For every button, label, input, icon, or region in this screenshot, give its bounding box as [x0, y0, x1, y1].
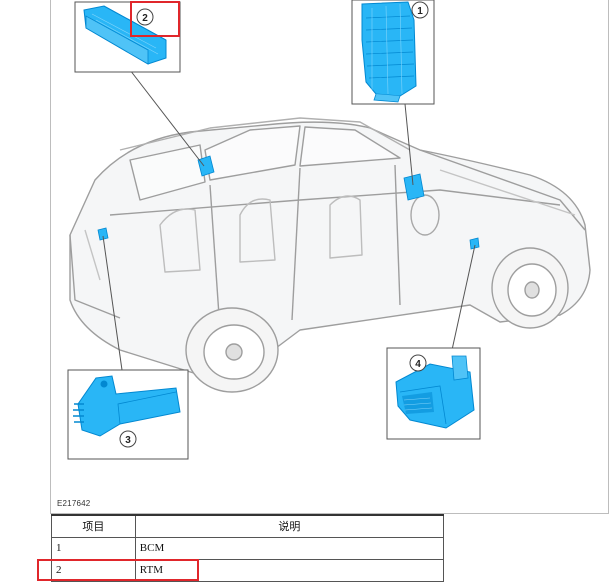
callout-3: 3 — [125, 435, 131, 446]
row-desc: BCM — [134, 536, 445, 560]
leader-lines — [102, 69, 476, 371]
module-locations — [97, 155, 480, 250]
header-desc: 说明 — [134, 514, 445, 538]
row-item: 1 — [51, 536, 136, 560]
callout-1: 1 — [417, 6, 423, 17]
detail-box-4: 4 — [386, 347, 481, 440]
figure-id: E217642 — [57, 499, 91, 508]
table-row: 1 BCM — [51, 536, 445, 560]
highlight-callout-2 — [130, 1, 180, 37]
detail-box-1: 1 — [351, 0, 435, 105]
detail-box-3: 3 — [67, 369, 189, 460]
front-wheel — [491, 247, 569, 329]
diagram-frame — [50, 0, 609, 514]
highlight-row-rtm — [37, 559, 199, 581]
table-header-row: 项目 说明 — [51, 514, 445, 538]
detail-box-2: 2 — [74, 1, 181, 73]
header-item: 项目 — [51, 514, 136, 538]
rear-wheel — [185, 307, 279, 393]
callout-2: 2 — [142, 13, 148, 24]
callout-4: 4 — [415, 359, 421, 370]
vehicle-illustration — [69, 117, 591, 379]
